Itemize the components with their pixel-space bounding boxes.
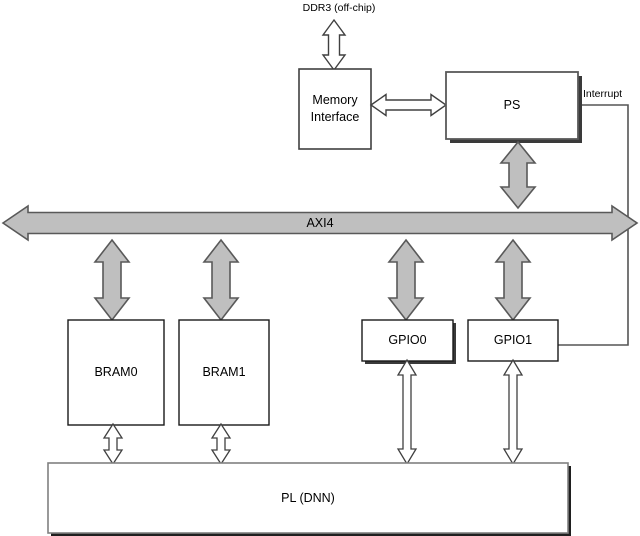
ddr3-to-memory-interface-arrow (321, 18, 347, 72)
memory-interface-to-ps-arrow (369, 93, 448, 117)
gpio0-block[interactable] (361, 319, 456, 364)
axi4-to-gpio1-arrow (494, 238, 532, 322)
ps-block[interactable] (445, 71, 582, 143)
axi4-to-gpio0-arrow (387, 238, 425, 322)
memory-interface-block[interactable] (298, 68, 372, 150)
gpio0-to-pl-arrow (396, 358, 418, 466)
bram1-to-pl-arrow (210, 422, 232, 466)
axi4-to-bram0-arrow (93, 238, 131, 322)
bram0-to-pl-arrow (102, 422, 124, 466)
gpio1-block[interactable] (467, 319, 559, 362)
axi4-bus[interactable] (1, 204, 639, 242)
axi4-to-bram1-arrow (202, 238, 240, 322)
bram0-block[interactable] (67, 319, 165, 426)
ps-to-axi4-arrow (499, 140, 537, 210)
bram1-block[interactable] (178, 319, 270, 426)
pl-dnn-block[interactable] (47, 462, 571, 536)
gpio1-to-pl-arrow (502, 358, 524, 466)
